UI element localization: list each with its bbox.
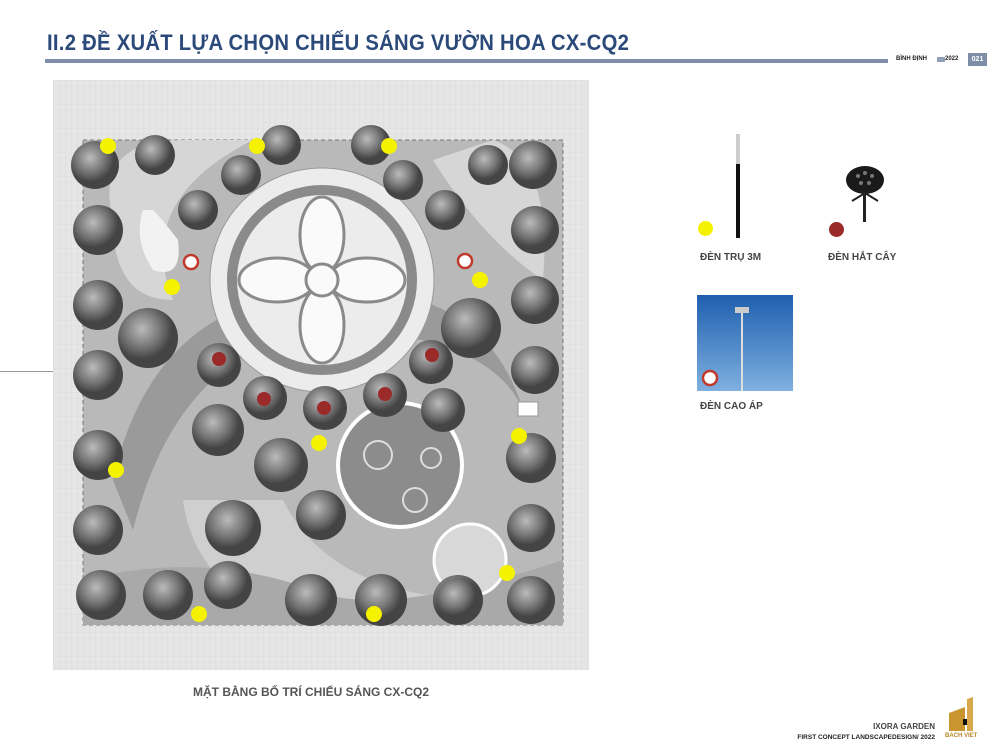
spotlight-icon [846,166,884,222]
logo-text: BACH VIET [945,733,978,739]
location-label: BÌNH ĐỊNH [896,56,927,62]
post-light-swatch [698,221,713,236]
page-title: II.2 ĐỀ XUẤT LỰA CHỌN CHIẾU SÁNG VƯỜN HO… [47,30,630,55]
project-name: IXORA GARDEN [873,722,935,731]
bench [517,401,539,417]
section-line [0,371,53,372]
flower-motif [237,195,407,365]
tree-spotlights [212,348,439,415]
year-marker [937,57,945,62]
spotlight-swatch [829,222,844,237]
project-subtitle: FIRST CONCEPT LANDSCAPEDESIGN/ 2022 [797,734,935,741]
header-divider [45,59,888,63]
high-mast-light-icon [697,295,793,391]
plan-caption: MẶT BẰNG BỐ TRÍ CHIẾU SÁNG CX-CQ2 [193,685,430,699]
post-lights [100,138,527,622]
legend-label-post-light: ĐÈN TRỤ 3M [700,252,762,263]
year-label: 2022 [945,56,959,62]
lighting-plan [53,80,589,670]
trees [71,125,559,626]
legend-label-high-mast: ĐÈN CAO ÁP [700,401,763,412]
page-number: 021 [968,53,987,66]
bach-viet-logo [949,697,973,731]
legend-label-spotlight: ĐÈN HẮT CÂY [828,252,897,263]
post-light-icon [736,134,740,238]
high-mast-lights [182,252,474,271]
